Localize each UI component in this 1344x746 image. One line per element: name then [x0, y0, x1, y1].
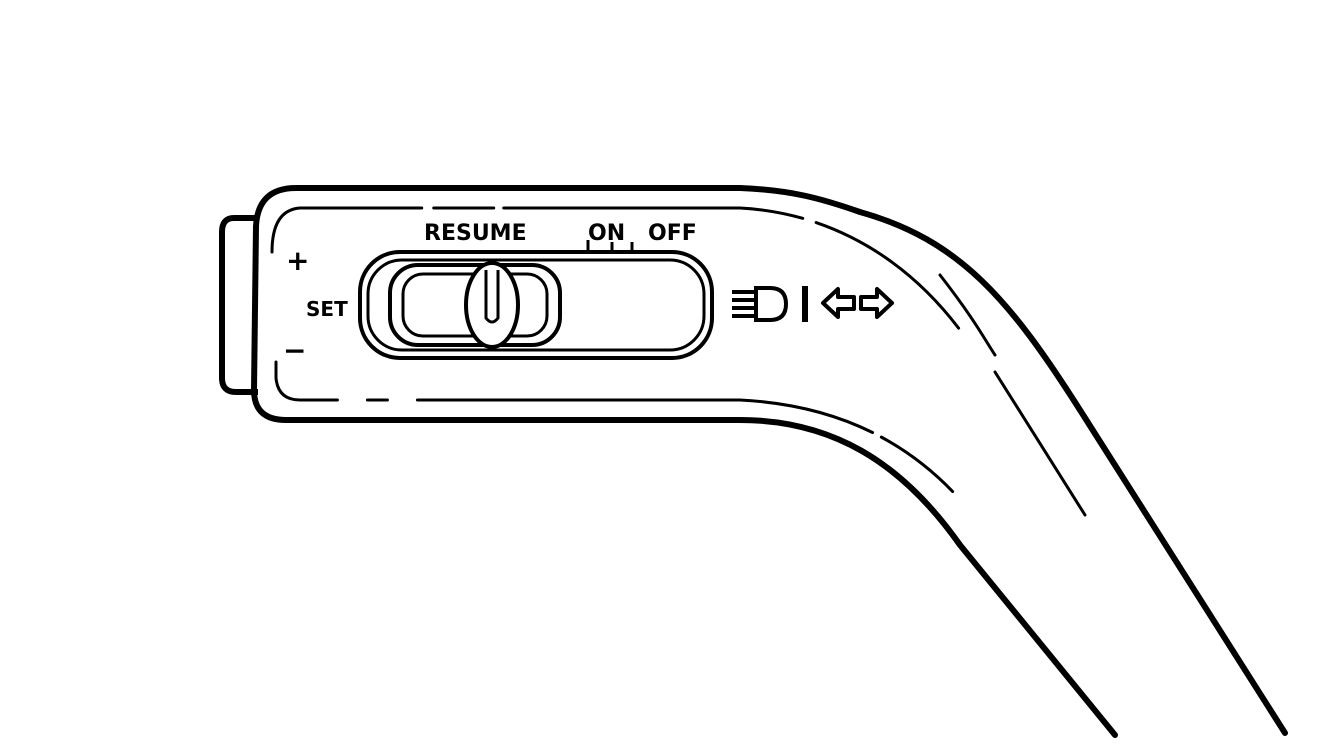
end-cap	[219, 215, 258, 395]
divider-bar	[802, 286, 808, 322]
turn-signal-left-icon	[821, 287, 856, 319]
lever-inner-contour-top	[270, 206, 962, 332]
plus-label: +	[286, 244, 309, 277]
slide-switch-knob-grip	[484, 270, 500, 324]
resume-label: RESUME	[424, 221, 527, 246]
slider-housing-inner	[366, 258, 706, 352]
slide-switch-knob	[464, 261, 520, 349]
set-label: SET	[306, 297, 348, 321]
slide-switch-outer	[388, 263, 562, 347]
headlight-flash-icon	[732, 286, 789, 322]
cruise-slide-switch[interactable]	[388, 261, 562, 349]
on-label: ON	[588, 221, 625, 246]
lever-highlight-lower	[993, 370, 1087, 517]
slider-housing-outer	[358, 250, 714, 360]
position-ticks	[586, 240, 634, 250]
lever-highlight-upper	[938, 273, 997, 357]
turn-signal-right-icon	[859, 287, 894, 319]
lever-body-outline	[251, 185, 1288, 738]
lever-inner-contour-bottom	[274, 360, 967, 507]
off-label: OFF	[648, 221, 697, 246]
minus-label: −	[283, 334, 306, 367]
